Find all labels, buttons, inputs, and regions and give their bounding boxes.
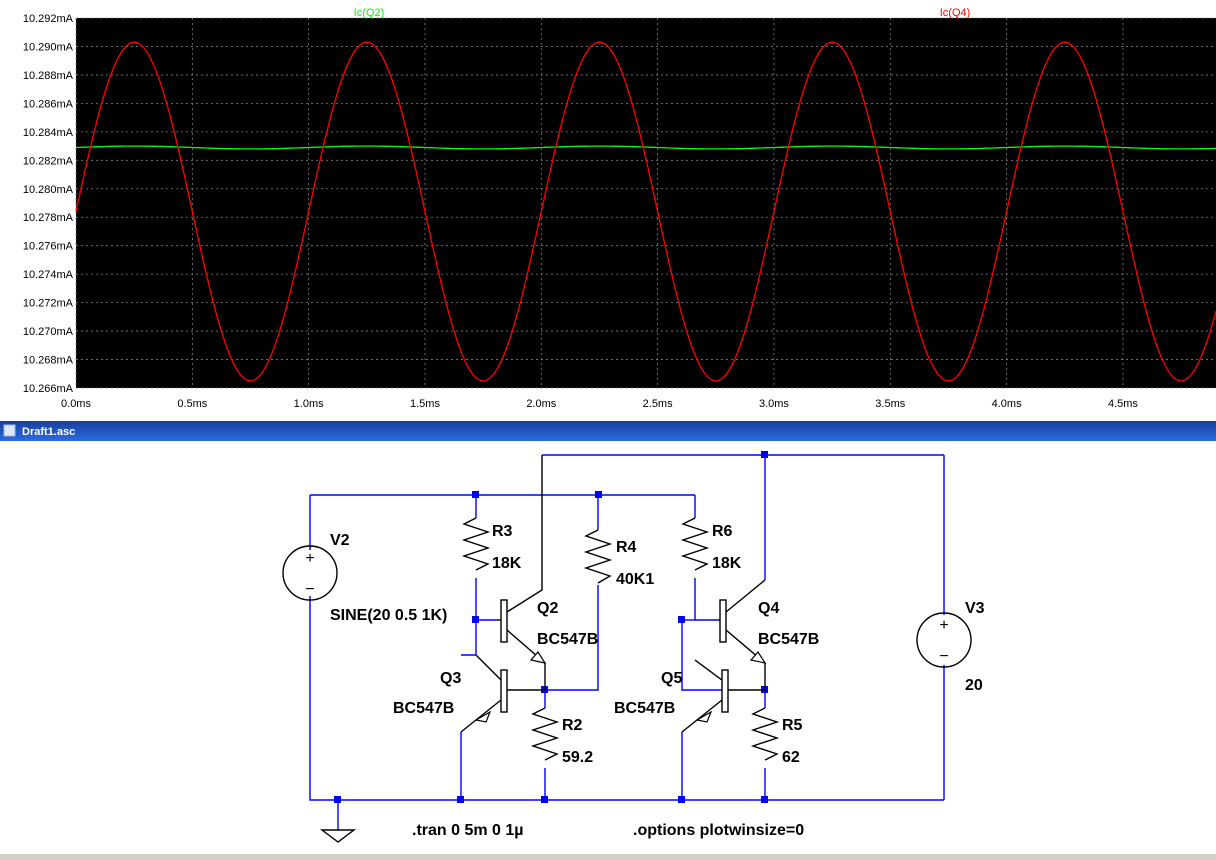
y-tick-label: 10.280mA [23, 184, 74, 196]
x-tick-label: 0.0ms [61, 398, 91, 410]
status-bar [0, 854, 1216, 860]
junction [457, 796, 464, 803]
resistor-r5[interactable] [750, 707, 780, 761]
junction [761, 796, 768, 803]
x-tick-label: 3.5ms [875, 398, 905, 410]
q4-name[interactable]: Q4 [758, 600, 779, 617]
x-tick-label: 2.0ms [526, 398, 556, 410]
schematic-window-titlebar[interactable]: Draft1.asc [0, 421, 1216, 441]
r5-name[interactable]: R5 [782, 717, 803, 734]
q3-name[interactable]: Q3 [440, 670, 461, 687]
y-tick-label: 10.276mA [23, 241, 74, 253]
junction [334, 796, 341, 803]
trace-ic-q4[interactable] [75, 41, 1216, 382]
minus-sign: − [939, 648, 948, 665]
junction [541, 796, 548, 803]
junction [678, 616, 685, 623]
r2-value[interactable]: 59.2 [562, 749, 593, 766]
plus-sign: + [305, 550, 314, 567]
y-tick-label: 10.290mA [23, 41, 74, 53]
junction [472, 616, 479, 623]
x-tick-label: 4.5ms [1108, 398, 1138, 410]
ground-icon[interactable] [319, 829, 357, 843]
r2-name[interactable]: R2 [562, 717, 583, 734]
y-tick-label: 10.268mA [23, 355, 74, 367]
v2-value[interactable]: SINE(20 0.5 1K) [330, 607, 447, 624]
q3-value[interactable]: BC547B [393, 700, 454, 717]
x-tick-label: 0.5ms [177, 398, 207, 410]
y-tick-label: 10.274mA [23, 269, 74, 281]
r4-name[interactable]: R4 [616, 539, 637, 556]
q2-value[interactable]: BC547B [537, 631, 598, 648]
resistor-r2[interactable] [530, 707, 560, 761]
trace-label-ic-q2[interactable]: Ic(Q2) [354, 7, 385, 19]
transistor-q3[interactable] [460, 654, 545, 733]
r6-name[interactable]: R6 [712, 523, 733, 540]
plot-area[interactable] [76, 18, 1216, 388]
junction [472, 491, 479, 498]
resistor-r6[interactable] [680, 517, 710, 571]
junction [678, 796, 685, 803]
transistor-q5[interactable] [681, 659, 765, 733]
x-tick-label: 3.0ms [759, 398, 789, 410]
schematic-canvas[interactable]: + − V2 SINE(20 0.5 1K) + − V3 20 R3 18K … [0, 441, 1216, 854]
y-tick-label: 10.284mA [23, 127, 74, 139]
minus-sign: − [305, 581, 314, 598]
trace-label-ic-q4[interactable]: Ic(Q4) [940, 7, 971, 19]
v3-name[interactable]: V3 [965, 600, 985, 617]
y-tick-label: 10.288mA [23, 70, 74, 82]
options-directive[interactable]: .options plotwinsize=0 [633, 822, 804, 839]
x-tick-label: 2.5ms [643, 398, 673, 410]
plus-sign: + [939, 617, 948, 634]
q4-value[interactable]: BC547B [758, 631, 819, 648]
r6-value[interactable]: 18K [712, 555, 742, 572]
trace-ic-q2[interactable] [75, 145, 1216, 150]
y-tick-label: 10.270mA [23, 326, 74, 338]
y-tick-label: 10.286mA [23, 98, 74, 110]
x-tick-label: 4.0ms [992, 398, 1022, 410]
transistor-q4[interactable] [718, 579, 767, 690]
tran-directive[interactable]: .tran 0 5m 0 1µ [412, 822, 524, 839]
resistor-r3[interactable] [461, 517, 491, 571]
junction [761, 451, 768, 458]
resistor-r4[interactable] [583, 529, 613, 584]
transistor-q2[interactable] [497, 455, 547, 690]
schematic-window-title: Draft1.asc [22, 426, 75, 438]
junction [595, 491, 602, 498]
schematic-doc-icon[interactable] [3, 424, 16, 437]
wires [309, 454, 945, 830]
v2-name[interactable]: V2 [330, 532, 350, 549]
q2-name[interactable]: Q2 [537, 600, 558, 617]
r3-value[interactable]: 18K [492, 555, 522, 572]
r3-name[interactable]: R3 [492, 523, 513, 540]
y-tick-label: 10.282mA [23, 155, 74, 167]
waveform-plot[interactable]: 10.292mA 10.290mA 10.288mA 10.286mA 10.284mA… [0, 0, 1216, 416]
waveform-viewer[interactable]: 10.292mA 10.290mA 10.288mA 10.286mA 10.284mA… [0, 0, 1216, 416]
voltage-source-v2[interactable]: + − [282, 545, 338, 601]
y-tick-label: 10.266mA [23, 383, 74, 395]
y-tick-label: 10.272mA [23, 298, 74, 310]
r4-value[interactable]: 40K1 [616, 571, 654, 588]
junctions [334, 451, 768, 803]
x-tick-label: 1.0ms [294, 398, 324, 410]
v3-value[interactable]: 20 [965, 677, 983, 694]
x-tick-label: 1.5ms [410, 398, 440, 410]
r5-value[interactable]: 62 [782, 749, 800, 766]
voltage-source-v3[interactable]: + − [916, 612, 972, 668]
y-tick-label: 10.278mA [23, 212, 74, 224]
schematic-editor[interactable]: + − V2 SINE(20 0.5 1K) + − V3 20 R3 18K … [0, 441, 1216, 854]
q5-name[interactable]: Q5 [661, 670, 682, 687]
q5-value[interactable]: BC547B [614, 700, 675, 717]
y-tick-label: 10.292mA [23, 13, 74, 25]
